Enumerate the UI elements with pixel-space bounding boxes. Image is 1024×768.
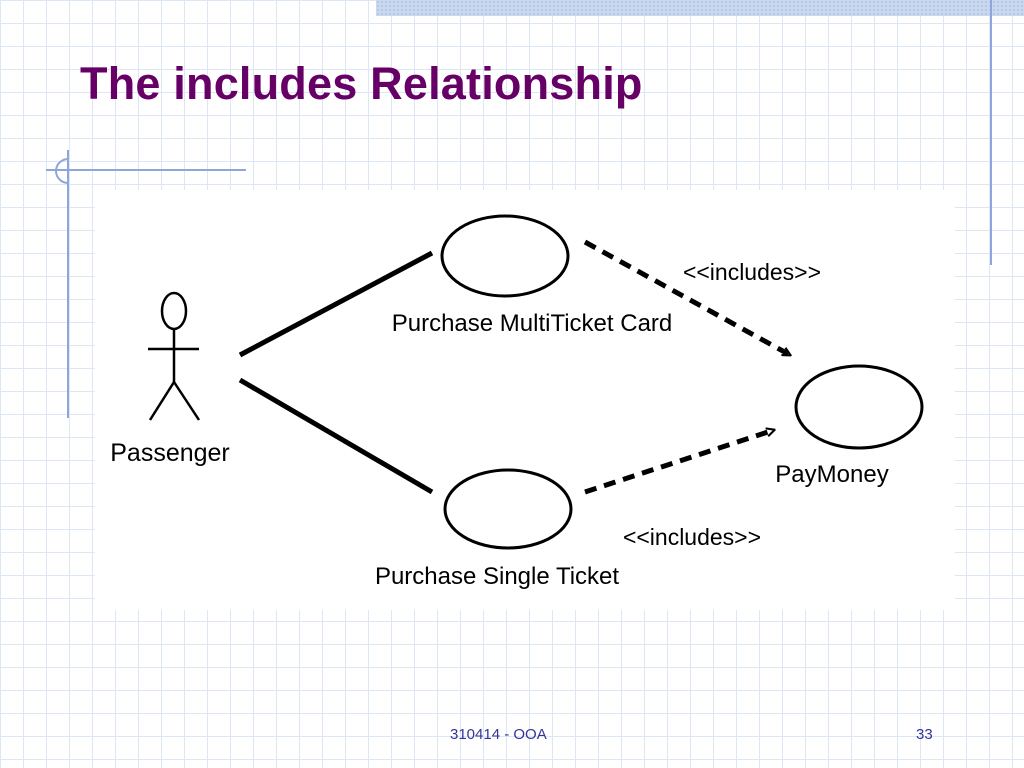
top-decorative-band <box>376 0 1024 16</box>
actor-head <box>160 291 188 331</box>
actor-right-leg <box>172 381 201 421</box>
use-case-pay-money-ellipse <box>794 364 924 450</box>
includes-label-top: <<includes>> <box>683 259 821 285</box>
footer-course-code: 310414 - OOA <box>450 726 547 743</box>
use-case-multi-ticket-ellipse <box>440 214 570 298</box>
actor-left-leg <box>148 381 176 421</box>
use-case-single-ticket-label: Purchase Single Ticket <box>375 563 619 590</box>
page-number: 33 <box>916 726 933 743</box>
include-arrow-single-to-pay <box>584 430 774 495</box>
slide-title: The includes Relationship <box>80 58 643 109</box>
use-case-pay-money-label: PayMoney <box>775 461 888 488</box>
passenger-actor <box>148 291 201 421</box>
title-underline-decoration <box>46 169 246 171</box>
use-case-single-ticket-ellipse <box>443 468 573 550</box>
actor-label: Passenger <box>110 439 230 467</box>
association-single-ticket <box>238 377 434 495</box>
association-multi-ticket <box>238 250 434 358</box>
use-case-multi-ticket-label: Purchase MultiTicket Card <box>392 310 673 337</box>
right-decorative-line <box>990 0 992 265</box>
includes-label-bottom: <<includes>> <box>623 524 761 550</box>
diagram-area <box>95 190 955 610</box>
left-decorative-line <box>67 150 69 418</box>
